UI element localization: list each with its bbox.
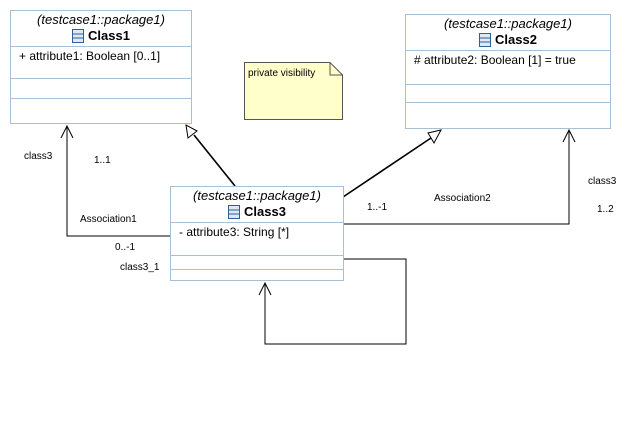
association1-line[interactable] [66, 126, 170, 237]
class1-name: Class1 [88, 28, 130, 43]
association2-end-role: class3 [588, 176, 617, 187]
class-icon [479, 32, 492, 47]
class1-extra-compartment [11, 99, 191, 123]
generalization-arrowhead-class2 [427, 129, 442, 145]
generalization-class3-class2[interactable] [342, 137, 432, 198]
association2-source-multiplicity: 1..-1 [367, 202, 388, 213]
note[interactable]: private visibility [244, 62, 343, 120]
association1-end-role: class3 [24, 151, 53, 162]
class3-stereotype: (testcase1::package1) [193, 188, 321, 203]
association2-line[interactable] [344, 130, 570, 225]
class2-attributes: # attribute2: Boolean [1] = true [406, 51, 610, 85]
class1-attributes: + attribute1: Boolean [0..1] [11, 47, 191, 79]
association2-end-multiplicity: 1..2 [597, 204, 614, 215]
class2-stereotype: (testcase1::package1) [444, 16, 572, 31]
note-text: private visibility [248, 68, 316, 79]
class2-box[interactable]: (testcase1::package1) Class2 # attribute… [405, 14, 611, 129]
association1-name[interactable]: Association1 [80, 214, 137, 225]
class1-stereotype: (testcase1::package1) [37, 12, 165, 27]
class3-attributes: - attribute3: String [*] [171, 223, 343, 256]
class-icon [72, 28, 85, 43]
class1-header: (testcase1::package1) Class1 [11, 11, 191, 47]
class3-extra-compartment [171, 270, 343, 280]
class2-name: Class2 [495, 32, 537, 47]
association2-name[interactable]: Association2 [434, 193, 491, 204]
association1-source-multiplicity: 0..-1 [115, 242, 136, 253]
class3-header: (testcase1::package1) Class3 [171, 187, 343, 223]
class3-name: Class3 [244, 204, 286, 219]
association1-end-multiplicity: 1..1 [94, 155, 111, 166]
class2-attribute[interactable]: # attribute2: Boolean [1] = true [414, 53, 576, 67]
self-association-arrowhead [258, 281, 272, 296]
class-icon [228, 204, 241, 219]
self-association-role: class3_1 [120, 262, 160, 273]
class2-header: (testcase1::package1) Class2 [406, 15, 610, 51]
class1-attribute[interactable]: + attribute1: Boolean [0..1] [19, 49, 161, 63]
association2-arrowhead [562, 128, 576, 143]
association1-arrowhead [60, 124, 74, 139]
class3-box[interactable]: (testcase1::package1) Class3 - attribute… [170, 186, 344, 281]
generalization-arrowhead-class1 [185, 124, 198, 139]
class1-operations [11, 79, 191, 99]
note-shape [244, 62, 343, 120]
class1-box[interactable]: (testcase1::package1) Class1 + attribute… [10, 10, 192, 124]
class3-operations [171, 256, 343, 270]
class3-attribute[interactable]: - attribute3: String [*] [179, 225, 290, 239]
class2-operations [406, 85, 610, 103]
class2-extra-compartment [406, 103, 610, 128]
generalization-class3-class1[interactable] [193, 134, 236, 187]
self-association-line[interactable] [264, 258, 407, 345]
